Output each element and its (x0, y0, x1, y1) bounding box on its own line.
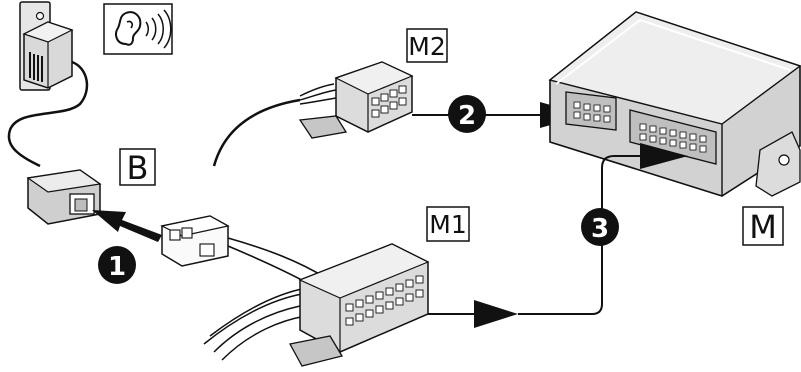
connector-m1 (289, 243, 430, 367)
step-3-number: 3 (591, 214, 609, 244)
m1-harness (203, 287, 307, 361)
connector-m2 (298, 61, 414, 139)
siren-connector (26, 169, 102, 225)
step-1-number: 1 (108, 252, 126, 282)
ear-sound-icon (103, 3, 173, 55)
arrow-3-mid-head (474, 300, 518, 328)
label-m2: M2 (408, 32, 445, 61)
step-3-badge (581, 208, 619, 246)
arrow-3-head (640, 143, 688, 169)
siren-grille (29, 52, 43, 82)
step-2-number: 2 (458, 101, 476, 131)
m2-wires (299, 83, 337, 105)
mounting-ear-hole (778, 154, 790, 166)
insert-arrow (92, 210, 162, 242)
socket-m2 (565, 91, 617, 131)
socket-m1 (629, 109, 717, 165)
siren-cable (7, 60, 89, 168)
m2-harness (212, 98, 301, 167)
plug-wire-1 (227, 237, 327, 279)
label-m: M (749, 208, 777, 246)
label-m1-box (426, 206, 470, 242)
mounting-ear (755, 131, 801, 197)
label-m1: M1 (429, 210, 466, 239)
label-m2-box (406, 28, 448, 63)
step-1-badge (98, 246, 136, 284)
label-b-box (119, 148, 156, 186)
label-m-box (742, 206, 784, 246)
mounting-hole (35, 11, 45, 21)
label-b: B (127, 149, 149, 187)
male-plug (160, 215, 230, 267)
step-2-badge (448, 95, 486, 133)
siren (19, 1, 74, 91)
control-module (548, 11, 801, 197)
siren-top (22, 21, 74, 43)
